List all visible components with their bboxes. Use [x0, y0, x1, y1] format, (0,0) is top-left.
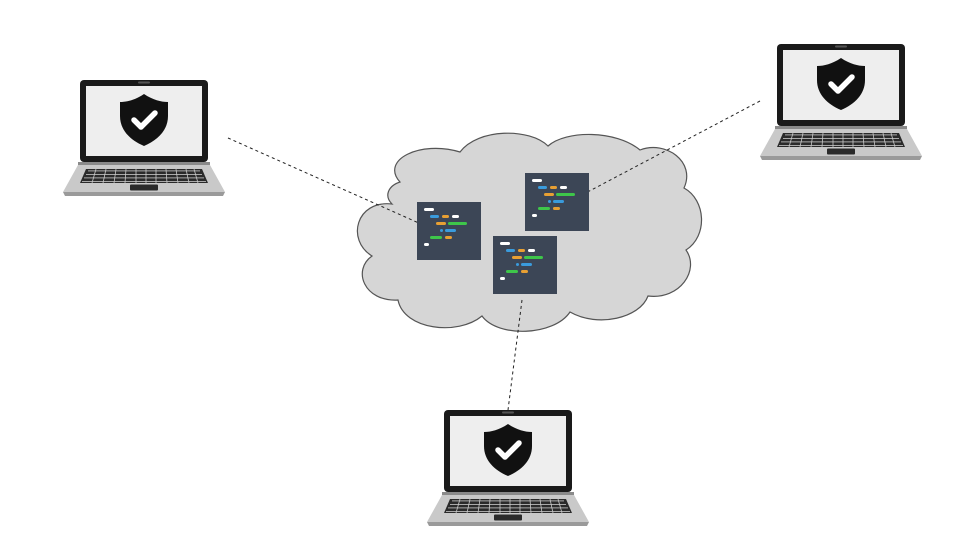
laptop-top-left [62, 79, 226, 197]
connection-line-bottom [507, 299, 523, 411]
laptop-bottom [426, 409, 590, 527]
code-panel-left [417, 202, 481, 260]
cloud-icon [356, 132, 703, 332]
code-panel-top-right [525, 173, 589, 231]
connections [227, 100, 761, 411]
laptop-top-right [759, 43, 923, 161]
connection-line-top-left [227, 137, 431, 229]
connection-line-top-right [579, 100, 761, 197]
code-panel-bottom-center [493, 236, 557, 294]
